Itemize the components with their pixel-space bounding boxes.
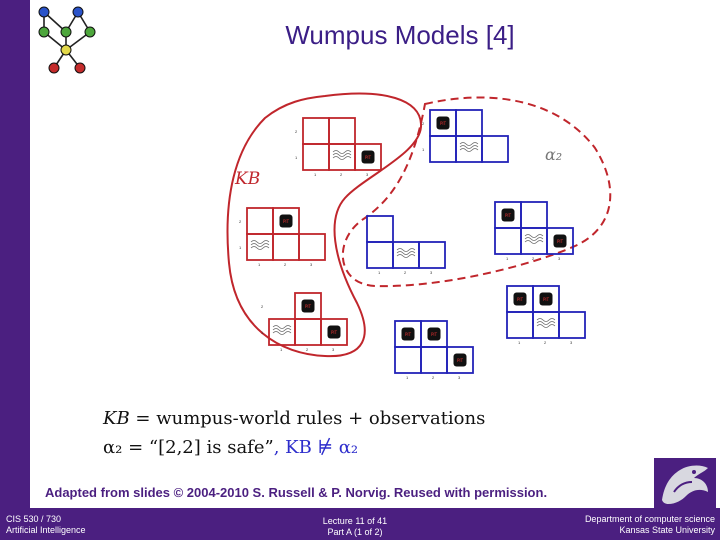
svg-text:2: 2 <box>261 304 264 309</box>
footer-course: CIS 530 / 730 Artificial Intelligence <box>6 514 86 536</box>
svg-text:1: 1 <box>518 340 521 345</box>
svg-text:2: 2 <box>404 270 407 275</box>
svg-text:3: 3 <box>366 172 369 177</box>
svg-text:3: 3 <box>310 262 313 267</box>
svg-text:2: 2 <box>295 129 298 134</box>
svg-text:1: 1 <box>258 262 261 267</box>
svg-text:3: 3 <box>458 375 461 380</box>
alpha-model-3: 1 2 3 <box>366 215 446 275</box>
svg-text:1: 1 <box>506 256 509 261</box>
bayes-network-logo <box>38 6 96 74</box>
svg-text:1: 1 <box>239 245 242 250</box>
alpha2-boundary <box>341 96 612 288</box>
svg-text:1: 1 <box>422 147 425 152</box>
kb-model-3: 1 2 1 2 3 <box>261 292 348 352</box>
svg-text:2: 2 <box>544 340 547 345</box>
svg-text:1: 1 <box>314 172 317 177</box>
slide-canvas <box>30 0 720 508</box>
alpha2-label: α₂ <box>545 145 562 164</box>
footer-bar <box>0 508 720 540</box>
department-name: Department of computer science <box>584 514 715 524</box>
svg-text:2: 2 <box>239 219 242 224</box>
lecture-part: Part A (1 of 2) <box>327 527 383 537</box>
alpha-model-2: 1 2 3 <box>494 201 574 261</box>
svg-text:2: 2 <box>422 121 425 126</box>
page-title: Wumpus Models [4] <box>285 20 515 50</box>
university-name: Kansas State University <box>619 525 715 535</box>
kb-boundary <box>226 92 423 358</box>
svg-text:3: 3 <box>558 256 561 261</box>
course-number: CIS 530 / 730 <box>6 514 62 524</box>
course-name: Artificial Intelligence <box>6 525 86 535</box>
kb-formula: KB = wumpus-world rules + observations <box>103 408 486 429</box>
lecture-number: Lecture 11 of 41 <box>322 516 388 526</box>
footer-department: Department of computer science Kansas St… <box>545 514 715 536</box>
svg-text:1: 1 <box>280 347 283 352</box>
outside-model-1: 1 2 3 <box>506 285 586 345</box>
svg-text:3: 3 <box>570 340 573 345</box>
credit-line: Adapted from slides © 2004-2010 S. Russe… <box>45 485 548 500</box>
svg-text:2: 2 <box>340 172 343 177</box>
outside-model-2: 1 2 3 <box>394 320 474 380</box>
svg-text:1: 1 <box>406 375 409 380</box>
kb-model-1: 1 2 1 2 3 <box>295 117 382 177</box>
svg-text:2: 2 <box>306 347 309 352</box>
kb-label: KB <box>234 169 260 189</box>
svg-text:2: 2 <box>532 256 535 261</box>
svg-text:2: 2 <box>284 262 287 267</box>
svg-text:3: 3 <box>430 270 433 275</box>
wumpus-models-figure: PIT KB α₂ 1 2 1 2 3 1 2 <box>226 92 612 380</box>
alpha-model-1: 1 2 <box>422 109 509 163</box>
kb-model-2: 1 2 1 2 3 <box>239 207 326 267</box>
left-purple-bar <box>0 0 30 540</box>
svg-text:2: 2 <box>432 375 435 380</box>
footer-lecture: Lecture 11 of 41 Part A (1 of 2) <box>300 516 410 538</box>
svg-text:1: 1 <box>261 330 264 335</box>
alpha-formula: α₂ = “[2,2] is safe”, KB ⊭ α₂ <box>103 437 359 458</box>
ksu-powercat-logo-icon <box>654 458 716 508</box>
svg-text:1: 1 <box>295 155 298 160</box>
svg-text:3: 3 <box>332 347 335 352</box>
svg-text:1: 1 <box>378 270 381 275</box>
